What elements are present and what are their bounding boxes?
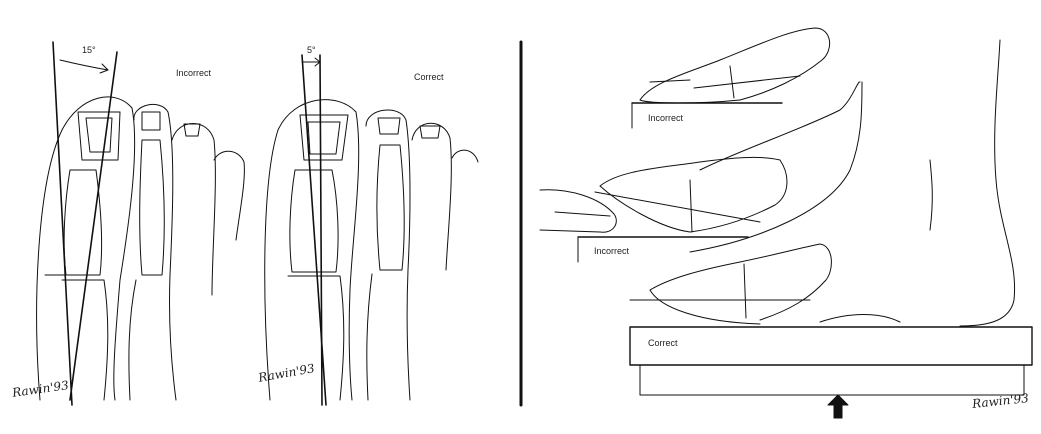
toe-incorrect-drawing (36, 41, 245, 406)
angle-label-correct: 5° (307, 45, 316, 55)
label-correct-left: Correct (414, 72, 444, 82)
up-arrow-icon (827, 394, 849, 419)
foot-bottom-drawing (629, 39, 1033, 396)
label-incorrect-middle: Incorrect (594, 246, 630, 256)
label-correct-platform: Correct (648, 338, 678, 348)
label-incorrect-left: Incorrect (176, 68, 212, 78)
foot-top-drawing (631, 27, 831, 129)
angle-label-incorrect: 15° (82, 45, 96, 55)
label-incorrect-top: Incorrect (648, 113, 684, 123)
foot-middle-drawing (539, 81, 861, 263)
toe-correct-drawing (264, 54, 479, 406)
